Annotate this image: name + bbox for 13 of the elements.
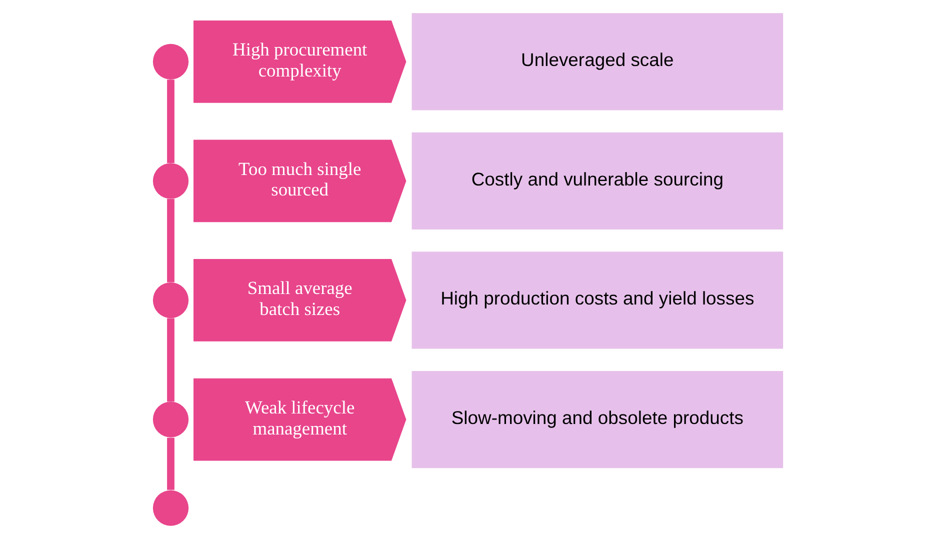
node-circle [152,163,189,199]
connector [167,438,174,490]
node-circle [152,282,189,318]
node-box: Slow-moving and obsolete products [412,370,784,468]
node-circle [152,44,189,80]
node-circle [152,402,189,438]
connector [167,80,174,164]
node-box: Unleveraged scale [412,13,784,110]
node-circle [152,490,189,526]
connector [167,198,174,282]
connector [167,318,174,402]
node-box: Costly and vulnerable sourcing [412,132,784,230]
node-box: High production costs and yield losses [412,252,784,349]
